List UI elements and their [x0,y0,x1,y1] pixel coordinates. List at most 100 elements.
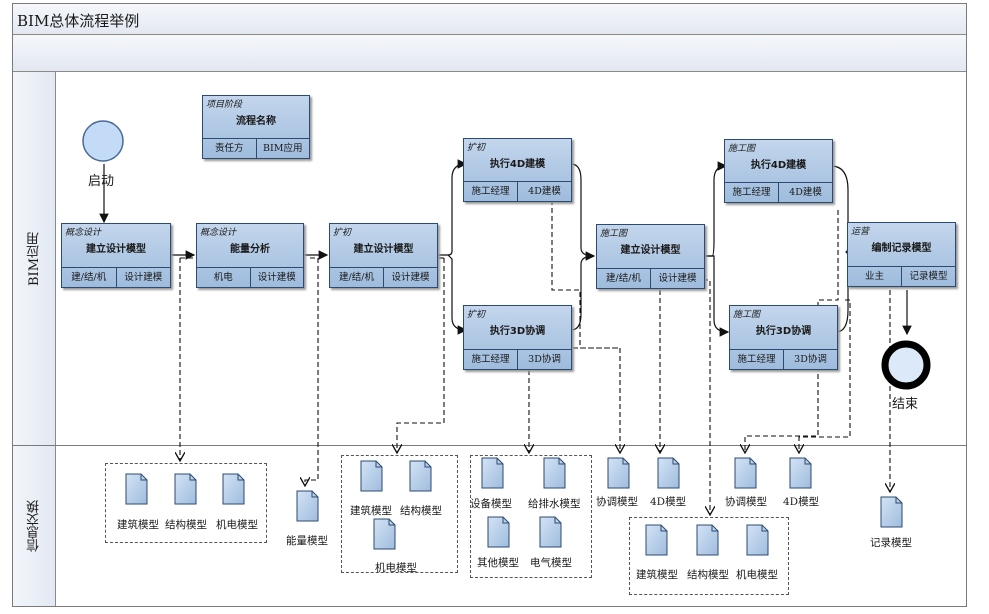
doc-group-coordination [470,455,592,578]
box-row: 施工经理 3D协调 [464,349,571,369]
box-left: 建/结/机 [606,273,641,284]
document-label: 建筑模型 [350,505,392,517]
document-label: 设备模型 [470,498,512,510]
document-icon [481,457,504,489]
process-box-3[interactable]: 扩初 建立设计模型 建/结/机设计建模 [329,223,438,288]
start-event-label: 启动 [88,174,115,189]
box-row: 建/结/机设计建模 [597,268,704,288]
document-label: 电气模型 [530,557,572,569]
box-row: 建/结/机设计建模 [62,267,170,287]
doc-group-concept [105,463,267,543]
document-label: 4D模型 [650,496,687,508]
document-icon [789,457,812,489]
box-left: 施工经理 [471,354,510,365]
process-box-7[interactable]: 施工图 执行4D建模 施工经理 4D建模 [724,139,833,203]
doc-group-extended [341,455,458,573]
document-icon [296,490,319,522]
box-stage: 施工图 [600,229,628,239]
diagram-title: BIM总体流程举例 [17,12,140,30]
document-label: 建筑模型 [117,519,159,531]
box-row: 机电设计建模 [197,267,303,287]
title-bar: BIM总体流程举例 [13,4,966,35]
document-icon [696,524,719,556]
box-right: 4D建模 [517,182,571,201]
box-stage: 施工图 [728,144,756,154]
box-left: 业主 [864,271,884,282]
header-bar [13,35,966,72]
box-row: 施工经理 4D建模 [725,182,832,202]
document-icon [645,524,668,556]
doc-group-construction [629,517,789,595]
lane-header-info [13,446,56,606]
document-label: 记录模型 [870,537,912,549]
box-right: 3D协调 [783,350,837,369]
document-label: 能量模型 [286,535,328,547]
box-left: 建/结/机 [339,272,374,283]
box-left: 施工经理 [732,187,771,198]
box-right: 记录模型 [901,267,955,286]
box-right: 设计建模 [249,268,304,287]
document-label: 结构模型 [687,569,729,581]
lane-header-bim [13,72,56,445]
box-stage: 概念设计 [65,228,102,238]
document-label: 协调模型 [596,496,638,508]
box-stage: 概念设计 [200,228,237,238]
document-icon [543,457,566,489]
process-box-5[interactable]: 扩初 执行3D协调 施工经理 3D协调 [463,305,572,370]
box-name: 编制记录模型 [871,243,932,254]
end-event-circle [881,340,931,390]
document-icon [174,473,197,505]
document-label: 机电模型 [375,562,417,574]
lane-divider [13,445,966,446]
box-stage: 施工图 [733,310,761,320]
end-event-label: 结束 [892,397,919,412]
box-name: 执行4D建模 [750,160,807,171]
box-right: 3D协调 [517,350,571,369]
document-icon [746,524,769,556]
document-icon [539,516,562,548]
document-label: 4D模型 [783,496,820,508]
document-label: 给排水模型 [528,498,581,510]
document-icon [657,457,680,489]
box-right: 设计建模 [383,268,437,287]
legend-right: BIM应用 [255,139,310,158]
document-label: 协调模型 [725,496,767,508]
document-icon [734,457,757,489]
start-event-circle [82,120,124,162]
box-row: 建/结/机设计建模 [330,267,437,287]
process-box-6[interactable]: 施工图 建立设计模型 建/结/机设计建模 [596,224,705,289]
document-icon [222,473,245,505]
box-right: 设计建模 [650,269,704,288]
box-name: 执行3D协调 [489,326,546,337]
box-name: 执行4D建模 [489,159,546,170]
document-icon [373,518,396,550]
box-right: 设计建模 [115,268,171,287]
box-left: 建/结/机 [71,272,107,283]
document-label: 机电模型 [216,519,258,531]
document-icon [607,457,630,489]
process-box-1[interactable]: 概念设计 建立设计模型 建/结/机设计建模 [61,223,171,288]
document-label: 结构模型 [400,505,442,517]
document-label: 机电模型 [736,569,778,581]
document-icon [880,496,903,528]
box-name: 执行3D协调 [755,326,812,337]
document-icon [125,473,148,505]
legend-name: 流程名称 [236,116,276,127]
box-name: 建立设计模型 [620,245,681,256]
box-name: 建立设计模型 [86,244,146,255]
legend-stage: 项目阶段 [206,100,243,110]
process-box-2[interactable]: 概念设计 能量分析 机电设计建模 [196,223,304,288]
document-label: 建筑模型 [636,569,678,581]
process-box-9[interactable]: 运营 编制记录模型 业主记录模型 [847,222,956,287]
box-stage: 扩初 [467,310,486,320]
box-right: 4D建模 [778,183,832,202]
document-icon [487,516,510,548]
box-name: 能量分析 [230,244,270,255]
box-stage: 扩初 [333,228,352,238]
